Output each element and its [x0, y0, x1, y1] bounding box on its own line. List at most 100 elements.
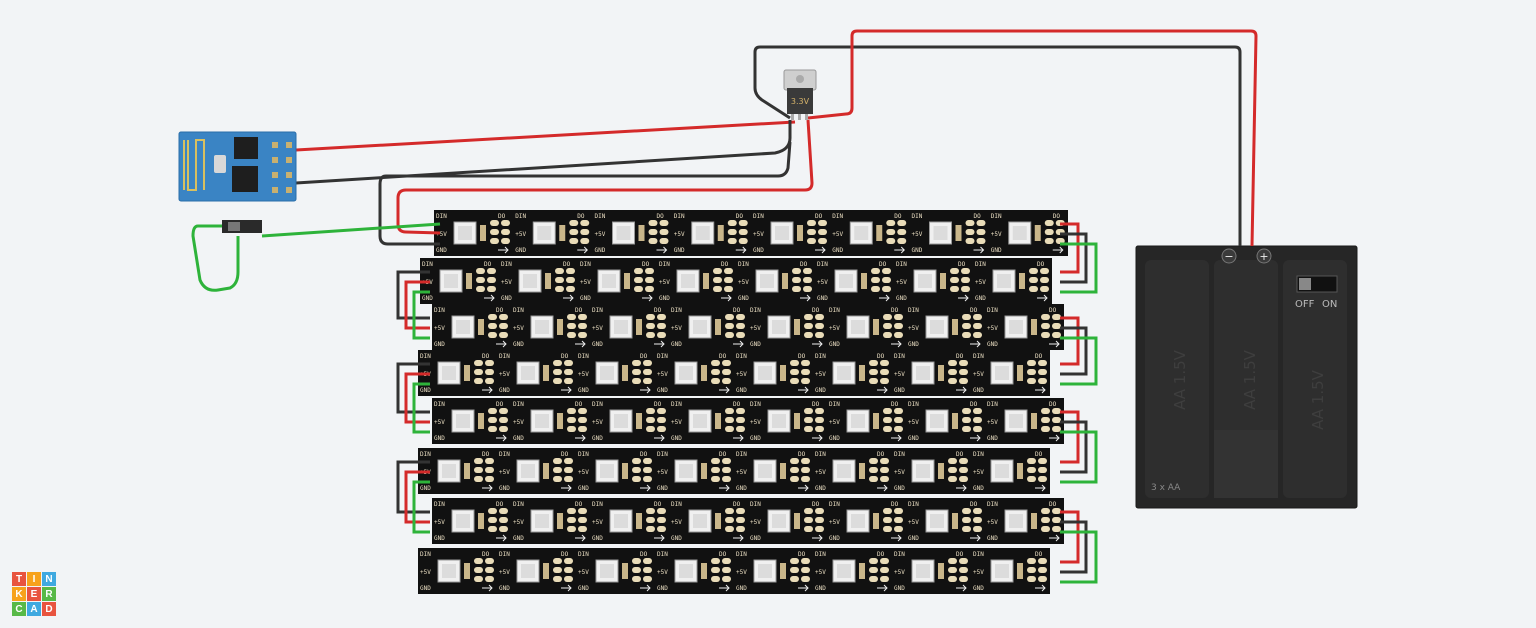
solder-pad — [657, 314, 666, 320]
battery-minus-terminal[interactable] — [1221, 248, 1237, 264]
solder-pad — [564, 467, 573, 473]
connector-wire — [412, 382, 430, 434]
solder-pad — [553, 558, 562, 564]
esp01-wifi-module[interactable] — [178, 131, 297, 202]
cell-label-2: AA 1.5V — [1241, 349, 1259, 410]
esp8266-chip — [232, 166, 258, 192]
led-die — [456, 514, 470, 528]
strip-din-label: DIN — [738, 261, 749, 268]
solder-pad — [869, 476, 878, 482]
strip-dout-label: DO — [891, 307, 899, 314]
battery-plus-terminal[interactable] — [1256, 248, 1272, 264]
solder-pad — [801, 576, 810, 582]
wire-battery-negative[interactable] — [753, 45, 1242, 246]
solder-pad — [962, 508, 971, 514]
solder-pad — [1038, 558, 1047, 564]
led-die — [537, 226, 552, 240]
strip-din-label: DIN — [908, 501, 919, 508]
strip-gnd-label: GND — [434, 535, 445, 542]
solder-pad — [648, 220, 658, 226]
strip-vplus-label: +5V — [894, 469, 905, 476]
smd-cap — [1017, 563, 1023, 579]
arrow-icon — [970, 340, 981, 348]
strip-vplus-label: +5V — [578, 371, 589, 378]
led-die — [458, 226, 472, 240]
solder-pad — [643, 467, 652, 473]
solder-pad — [1052, 426, 1061, 432]
smd-cap — [701, 563, 707, 579]
smd-cap — [873, 413, 879, 429]
connector-wire — [412, 290, 430, 340]
solder-pad — [815, 332, 824, 338]
strip-din-label: DIN — [896, 261, 907, 268]
solder-pad — [485, 567, 494, 573]
strip-vplus-label: +5V — [657, 569, 668, 576]
solder-pad — [894, 426, 903, 432]
solder-pad — [948, 467, 957, 473]
wire-data[interactable] — [261, 222, 441, 238]
slide-switch[interactable] — [222, 220, 262, 233]
strip-dout-label: DO — [956, 551, 964, 558]
wire-battery-positive[interactable] — [807, 29, 1258, 247]
arrow-icon — [482, 386, 493, 394]
strip-gnd-label: GND — [750, 535, 761, 542]
strip-gnd-label: GND — [750, 435, 761, 442]
solder-pad — [894, 408, 903, 414]
solder-pad — [807, 220, 816, 226]
solder-pad — [499, 426, 508, 432]
solder-pad — [474, 360, 483, 366]
solder-pad — [474, 378, 483, 384]
strip-vplus-label: +5V — [434, 519, 445, 526]
strip-vplus-label: +5V — [832, 231, 843, 238]
smd-cap — [1031, 513, 1037, 529]
smd-cap — [543, 365, 549, 381]
arrow-icon — [656, 246, 668, 254]
strip-dout-label: DO — [1053, 213, 1061, 220]
wire-esp-vcc[interactable] — [295, 120, 796, 152]
smd-cap — [701, 463, 707, 479]
solder-pad — [488, 526, 497, 532]
strip-gnd-label: GND — [434, 341, 445, 348]
arrow-icon — [800, 294, 811, 302]
battery-pack[interactable]: AA 1.5V AA 1.5V AA 1.5V OFF ON 3 x AA − … — [1135, 245, 1358, 509]
wire-strip-vcc[interactable] — [396, 119, 814, 235]
solder-pad — [894, 332, 903, 338]
solder-pad — [632, 378, 641, 384]
logo-letter: E — [27, 587, 41, 601]
voltage-regulator[interactable]: 3.3V — [783, 69, 817, 120]
solder-pad — [973, 408, 982, 414]
solder-pad — [727, 220, 737, 226]
solder-pad — [722, 558, 731, 564]
solder-pad — [869, 576, 878, 582]
strip-vplus-label: +5V — [815, 469, 826, 476]
solder-pad — [485, 360, 494, 366]
strip-dout-label: DO — [1035, 551, 1043, 558]
arrow-icon — [1049, 340, 1060, 348]
strip-gnd-label: GND — [499, 387, 510, 394]
solder-pad — [474, 576, 483, 582]
wire-strip-gnd[interactable] — [378, 141, 792, 246]
solder-pad — [499, 508, 508, 514]
solder-pad — [1027, 476, 1036, 482]
led-die — [679, 564, 693, 578]
led-die — [523, 274, 537, 288]
arrow-icon — [482, 584, 493, 592]
solder-pad — [1040, 277, 1049, 283]
solder-pad — [962, 417, 971, 423]
solder-pad — [950, 268, 959, 274]
solder-pad — [790, 360, 799, 366]
solder-pad — [736, 508, 745, 514]
wire-data-loop[interactable] — [191, 224, 240, 292]
led-die — [851, 414, 865, 428]
smd-cap — [636, 513, 642, 529]
solder-pad — [1052, 332, 1061, 338]
wire-esp-gnd[interactable] — [295, 120, 792, 185]
